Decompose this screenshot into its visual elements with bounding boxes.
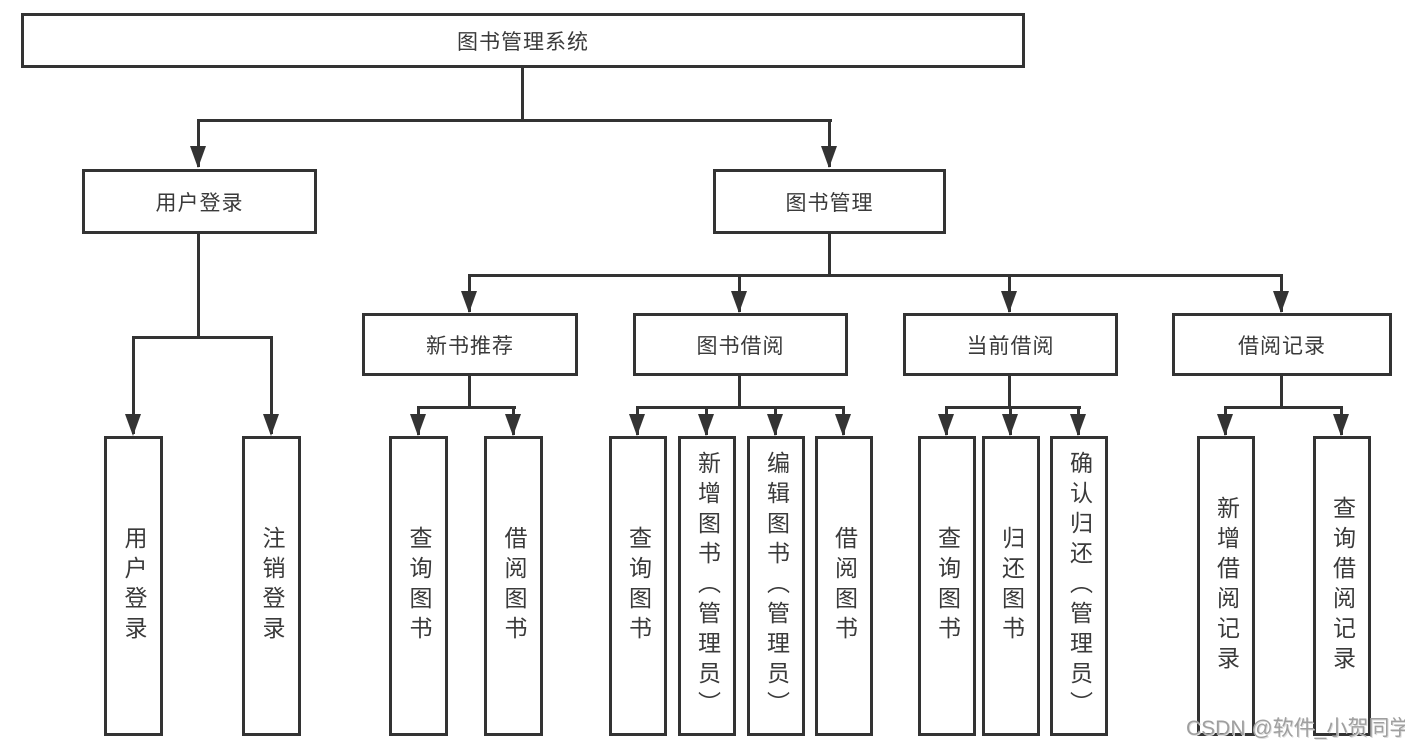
connector-vline xyxy=(738,376,741,408)
down-arrowhead-icon xyxy=(1217,414,1233,436)
connector-hline xyxy=(945,406,1081,409)
connector-vline xyxy=(197,119,200,167)
down-arrowhead-icon xyxy=(1070,414,1086,436)
node-borrowing-records: 借阅记录 xyxy=(1172,313,1392,376)
down-arrowhead-icon xyxy=(835,414,851,436)
down-arrowhead-icon xyxy=(1002,414,1018,436)
connector-vline xyxy=(197,234,200,337)
leaf-add-borrow-record: 新增借阅记录 xyxy=(1197,436,1255,736)
node-book-borrowing: 图书借阅 xyxy=(633,313,848,376)
leaf-label: 归还图书 xyxy=(998,526,1025,646)
connector-vline xyxy=(468,376,471,408)
connector-vline xyxy=(521,68,524,120)
leaf-label: 查询图书 xyxy=(406,526,432,646)
node-label: 图书管理 xyxy=(785,191,874,215)
down-arrowhead-icon xyxy=(1001,291,1017,313)
down-arrowhead-icon xyxy=(410,414,426,436)
leaf-query-borrow-record: 查询借阅记录 xyxy=(1313,436,1371,736)
connector-vline xyxy=(270,336,273,434)
down-arrowhead-icon xyxy=(1333,414,1349,436)
leaf-label: 借阅图书 xyxy=(501,526,527,646)
down-arrowhead-icon xyxy=(1273,291,1289,313)
leaf-return-books: 归还图书 xyxy=(982,436,1040,736)
leaf-borrow-books: 借阅图书 xyxy=(815,436,873,736)
node-book-management: 图书管理 xyxy=(713,169,946,234)
leaf-query-books-current: 查询图书 xyxy=(918,436,976,736)
leaf-logout: 注销登录 xyxy=(242,436,301,736)
connector-vline xyxy=(828,234,831,275)
node-current-borrowing: 当前借阅 xyxy=(903,313,1118,376)
leaf-query-books-recommend: 查询图书 xyxy=(389,436,448,736)
node-label: 当前借阅 xyxy=(966,334,1055,358)
leaf-label: 借阅图书 xyxy=(831,526,858,646)
node-label: 图书借阅 xyxy=(696,334,785,358)
leaf-label: 注销登录 xyxy=(259,526,285,646)
leaf-label: 查询图书 xyxy=(934,526,961,646)
connector-hline xyxy=(198,119,832,122)
leaf-borrow-books-recommend: 借阅图书 xyxy=(484,436,543,736)
down-arrowhead-icon xyxy=(263,414,279,436)
down-arrowhead-icon xyxy=(698,414,714,436)
leaf-confirm-return-admin: 确认归还（管理员） xyxy=(1050,436,1108,736)
down-arrowhead-icon xyxy=(938,414,954,436)
connector-hline xyxy=(636,406,845,409)
connector-hline xyxy=(469,274,1282,277)
leaf-label: 查询图书 xyxy=(625,526,652,646)
down-arrowhead-icon xyxy=(125,414,141,436)
leaf-label: 确认归还（管理员） xyxy=(1066,451,1093,721)
connector-hline xyxy=(417,406,516,409)
node-user-login: 用户登录 xyxy=(82,169,317,234)
down-arrowhead-icon xyxy=(190,146,206,168)
down-arrowhead-icon xyxy=(731,291,747,313)
node-label: 借阅记录 xyxy=(1238,334,1326,358)
node-label: 新书推荐 xyxy=(426,334,514,358)
node-label: 用户登录 xyxy=(155,191,244,215)
node-new-book-recommendation: 新书推荐 xyxy=(362,313,578,376)
down-arrowhead-icon xyxy=(629,414,645,436)
leaf-label: 新增图书（管理员） xyxy=(694,451,721,721)
csdn-watermark: CSDN @软件_小贺同学 xyxy=(1186,717,1405,740)
connector-vline xyxy=(1280,376,1283,408)
down-arrowhead-icon xyxy=(461,291,477,313)
down-arrowhead-icon xyxy=(821,146,837,168)
connector-hline xyxy=(132,336,273,339)
connector-hline xyxy=(1224,406,1343,409)
node-label: 图书管理系统 xyxy=(457,30,589,54)
leaf-label: 编辑图书（管理员） xyxy=(763,451,790,721)
down-arrowhead-icon xyxy=(767,414,783,436)
leaf-user-login: 用户登录 xyxy=(104,436,163,736)
connector-vline xyxy=(1008,376,1011,408)
leaf-label: 查询借阅记录 xyxy=(1329,496,1356,676)
leaf-add-book-admin: 新增图书（管理员） xyxy=(678,436,736,736)
node-library-management-system: 图书管理系统 xyxy=(21,13,1025,68)
leaf-label: 用户登录 xyxy=(121,526,147,646)
down-arrowhead-icon xyxy=(505,414,521,436)
connector-vline xyxy=(828,119,831,167)
connector-vline xyxy=(132,336,135,434)
leaf-label: 新增借阅记录 xyxy=(1213,496,1240,676)
leaf-edit-book-admin: 编辑图书（管理员） xyxy=(747,436,805,736)
leaf-query-books-borrowing: 查询图书 xyxy=(609,436,667,736)
